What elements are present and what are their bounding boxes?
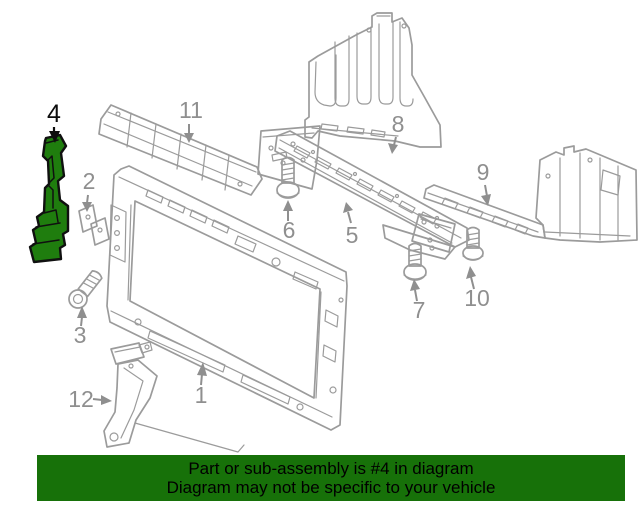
part-5-arrow [347, 211, 352, 224]
part-7-arrow [414, 289, 418, 302]
part-4-body [28, 133, 70, 264]
part-10-label: 10 [464, 285, 490, 311]
part-11-label: 11 [179, 97, 203, 123]
part-9-label: 9 [477, 159, 490, 185]
part-9-arrow [484, 184, 488, 197]
part-8-drawing [304, 12, 442, 148]
part-6-label: 6 [283, 217, 296, 243]
part-2-label: 2 [83, 168, 96, 194]
part-4-highlighted-drawing [28, 133, 70, 264]
part-2-drawing [78, 204, 110, 246]
part-12-label: 12 [68, 386, 94, 412]
part-7-drawing [403, 242, 427, 281]
callouts: 4 11 2 8 6 5 9 7 10 3 12 1 [47, 97, 491, 412]
part-3-arrow [80, 316, 83, 327]
part-1-arrow [200, 373, 203, 386]
part-10-drawing [462, 226, 484, 261]
part-3-label: 3 [74, 322, 87, 348]
part-9-drawing [411, 145, 638, 253]
part-11-drawing [98, 104, 263, 196]
part-7-label: 7 [413, 297, 426, 323]
info-banner: Part or sub-assembly is #4 in diagram Di… [37, 455, 625, 501]
part-6-drawing [276, 156, 300, 199]
banner-line-1: Part or sub-assembly is #4 in diagram [188, 459, 474, 478]
part-1-label: 1 [195, 382, 208, 408]
part-12-arrow [92, 398, 103, 401]
banner-line-2: Diagram may not be specific to your vehi… [166, 478, 496, 497]
part-10-arrow [470, 276, 475, 290]
part-3-drawing [68, 270, 103, 309]
part-12-drawing [103, 341, 158, 448]
part-2-arrow [86, 194, 89, 204]
part-4-label: 4 [47, 100, 61, 128]
part-1-drawing [106, 165, 348, 453]
part-8-label: 8 [392, 111, 405, 137]
part-8-arrow [393, 136, 397, 146]
part-5-label: 5 [346, 222, 359, 248]
